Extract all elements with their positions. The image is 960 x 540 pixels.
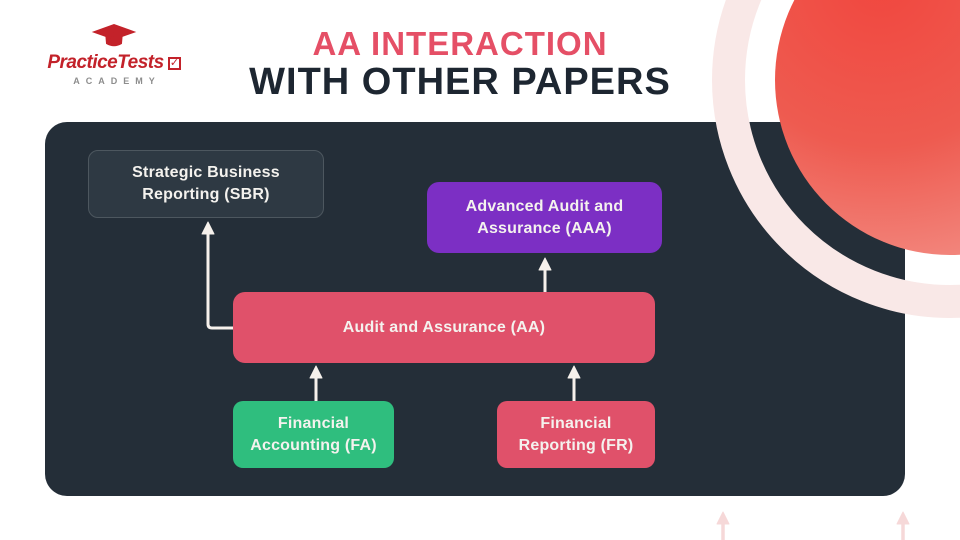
logo-brand-text: PracticeTests: [47, 52, 164, 73]
node-strategic-business-reporting: Strategic Business Reporting (SBR): [88, 150, 324, 218]
logo-academy: ACADEMY: [73, 76, 161, 86]
page-title-line2: WITH OTHER PAPERS: [249, 61, 671, 103]
logo: PracticeTests✓ ACADEMY: [46, 24, 182, 86]
node-financial-accounting: Financial Accounting (FA): [233, 401, 394, 468]
node-label: Financial Reporting (FR): [518, 414, 634, 454]
node-financial-reporting: Financial Reporting (FR): [497, 401, 655, 468]
node-audit-assurance: Audit and Assurance (AA): [233, 292, 655, 363]
checkbox-icon: ✓: [167, 57, 181, 70]
node-label: Audit and Assurance (AA): [342, 318, 546, 336]
node-advanced-audit-assurance: Advanced Audit and Assurance (AAA): [427, 182, 662, 253]
graduation-cap-icon: [91, 24, 137, 47]
logo-brand: PracticeTests✓: [46, 52, 182, 74]
page-title-line1: AA INTERACTION: [312, 25, 608, 62]
node-label: Strategic Business Reporting (SBR): [132, 164, 280, 203]
node-label: Financial Accounting (FA): [250, 414, 377, 454]
page-title: AA INTERACTION WITH OTHER PAPERS: [230, 26, 690, 103]
node-label: Advanced Audit and Assurance (AAA): [465, 197, 624, 237]
